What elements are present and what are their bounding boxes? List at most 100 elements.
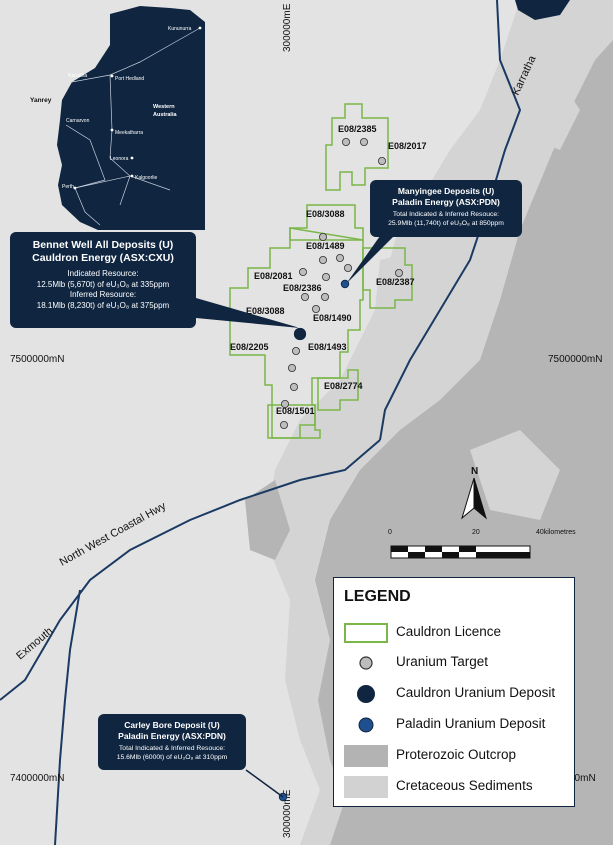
road-north-west-coastal-hwy	[0, 439, 381, 701]
legend-item-paladin-deposit: Paladin Uranium Deposit	[334, 712, 574, 738]
scale-bar-segment	[459, 546, 476, 552]
inset-label-state-line1: Western	[153, 104, 175, 110]
legend-item-proterozoic-outcrop: Proterozoic Outcrop	[334, 743, 574, 769]
legend-title: LEGEND	[344, 588, 411, 605]
uranium-target	[287, 363, 296, 372]
north-arrow-right-half	[473, 477, 487, 520]
callout-line: Total Indicated & Inferred Resouce:	[392, 211, 500, 218]
northing-right-2-label: 00mN	[575, 773, 596, 784]
inset-town-marker	[198, 26, 202, 30]
inset-town-marker	[130, 156, 134, 160]
scale-tick-20: 20	[472, 529, 480, 536]
cretaceous-sediments-patch	[530, 80, 580, 150]
inset-label-port-hedland: Port Hedland	[115, 76, 144, 82]
licence-labels: E08/2385 E08/2017 E08/3088 E08/1489 E08/…	[230, 124, 427, 416]
callout-subtitle: Cauldron Energy (ASX:CXU)	[32, 252, 174, 264]
legend-label: Cauldron Uranium Deposit	[396, 685, 556, 700]
cauldron-uranium-deposit	[293, 327, 307, 341]
legend-item-uranium-target: Uranium Target	[334, 650, 574, 676]
paladin-deposit-icon	[358, 717, 374, 733]
licence-label-e08-1493: E08/1493	[308, 342, 347, 352]
licence-outline-main-block	[229, 227, 364, 439]
licence-outline-e08-2385	[325, 103, 389, 191]
legend-item-cauldron-deposit: Cauldron Uranium Deposit	[334, 681, 574, 707]
uranium-target	[291, 346, 300, 355]
carley-bore-callout: Carley Bore Deposit (U) Paladin Energy (…	[98, 714, 246, 770]
licence-label-e08-2385: E08/2385	[338, 124, 377, 134]
callout-line: Indicated Resource:	[67, 269, 139, 278]
callout-line: 12.5Mlb (5,670t) of eU₃O₈ at 335ppm	[36, 279, 170, 289]
licence-label-e08-2386: E08/2386	[283, 283, 322, 293]
northing-right-1-label: 7500000mN	[548, 354, 602, 365]
scale-bar-segment	[442, 552, 459, 558]
proterozoic-swatch-icon	[344, 745, 388, 767]
uranium-target	[343, 263, 352, 272]
licence-label-e08-1501: E08/1501	[276, 406, 315, 416]
licence-label-e08-1490: E08/1490	[313, 313, 352, 323]
uranium-target	[289, 382, 298, 391]
scale-tick-40: 40kilometres	[536, 529, 576, 536]
callout-title: Manyingee Deposits (U)	[397, 186, 495, 196]
licence-outline-icon	[344, 623, 388, 643]
cretaceous-sediments-patch	[375, 250, 430, 330]
uranium-target	[318, 255, 327, 264]
paladin-deposit-manyingee	[340, 279, 350, 289]
inset-label-karratha: Karratha	[68, 73, 87, 79]
target-dot-icon	[359, 656, 373, 670]
callout-subtitle: Paladin Energy (ASX:PDN)	[392, 197, 500, 207]
inset-label-carnarvon: Carnarvon	[66, 118, 90, 124]
uranium-targets	[279, 137, 403, 429]
north-arrow-label: N	[471, 466, 478, 477]
callout-line: Inferred Resource:	[69, 290, 137, 299]
legend-label: Proterozoic Outcrop	[396, 747, 517, 762]
easting-top-label: 300000mE	[282, 3, 293, 52]
inset-roads	[65, 27, 201, 226]
inset-road	[119, 175, 131, 206]
scale-bar-segment	[391, 546, 408, 552]
licence-label-e08-3088-a: E08/3088	[306, 209, 345, 219]
callout-subtitle: Paladin Energy (ASX:PDN)	[118, 731, 226, 741]
inset-road	[74, 175, 131, 189]
licence-outline-e08-2387	[362, 247, 413, 309]
inset-road	[65, 124, 106, 189]
licence-outline-e08-2774	[317, 369, 359, 411]
inset-town-marker	[73, 186, 77, 190]
map-legend: LEGEND Cauldron Licence Uranium Target C…	[333, 577, 575, 807]
uranium-target	[279, 420, 288, 429]
callout-line: 15.6Mlb (6000t) of eU₃O₈ at 310ppm	[116, 754, 228, 761]
inset-label-perth: Perth	[62, 184, 74, 190]
uranium-target	[280, 399, 289, 408]
callout-line: 25.9Mlb (11,740t) of eU₃O₈ at 850ppm	[388, 220, 504, 227]
inset-label-kalgoorlie: Kalgoorlie	[135, 175, 157, 181]
cretaceous-swatch-icon	[344, 776, 388, 798]
uranium-target	[335, 253, 344, 262]
licence-label-e08-1489: E08/1489	[306, 241, 345, 251]
proterozoic-outcrop-patch	[245, 480, 290, 560]
uranium-target	[359, 137, 368, 146]
scale-bar-segment	[408, 552, 425, 558]
scale-bar-segment	[476, 552, 530, 558]
callout-line: Total Indicated & Inferred Resouce:	[118, 745, 226, 752]
cretaceous-sediments-patch	[470, 430, 560, 520]
scale-bar: 0 20 40kilometres	[388, 529, 576, 559]
licence-label-e08-2774: E08/2774	[324, 381, 363, 391]
inset-label-yanrey: Yanrey	[30, 97, 52, 104]
uranium-target	[298, 267, 307, 276]
callout-title: Carley Bore Deposit (U)	[124, 720, 220, 730]
legend-label: Cauldron Licence	[396, 624, 502, 639]
uranium-target	[300, 292, 309, 301]
inset-wa-landmass	[57, 6, 205, 230]
easting-bottom-label: 300000mE	[282, 789, 293, 838]
licence-label-e08-2205: E08/2205	[230, 342, 269, 352]
water-body	[515, 0, 570, 20]
bennet-callout-pointer	[196, 298, 300, 328]
inset-label-state-line2: Australia	[153, 112, 177, 118]
uranium-target	[377, 156, 386, 165]
bennet-well-callout: Bennet Well All Deposits (U) Cauldron En…	[10, 232, 196, 328]
manyingee-callout: Manyingee Deposits (U) Paladin Energy (A…	[370, 180, 522, 237]
inset-label-kununurra: Kununurra	[168, 26, 192, 32]
northing-right-2: 00mN	[575, 773, 596, 784]
uranium-target	[341, 137, 350, 146]
carley-callout-pointer	[245, 769, 284, 798]
legend-item-cauldron-licence: Cauldron Licence	[334, 620, 574, 646]
